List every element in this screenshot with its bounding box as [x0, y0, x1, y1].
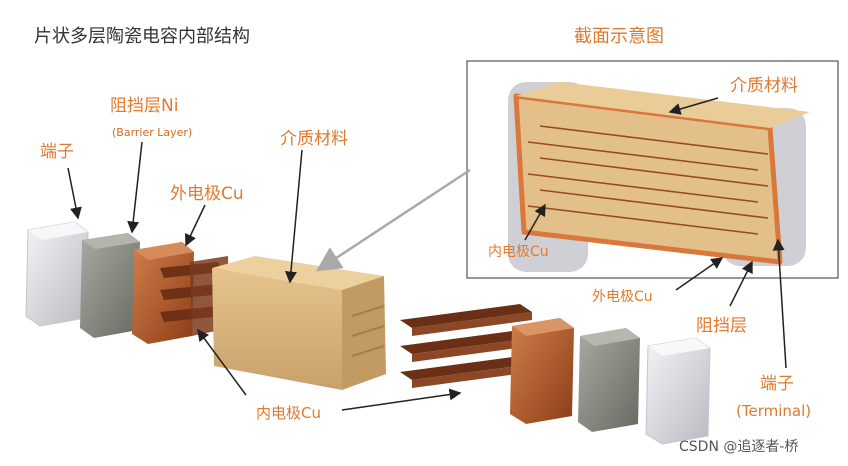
inset-label-terminal: 端子 — [760, 376, 794, 393]
label-outer-cu: 外电极Cu — [170, 186, 244, 203]
cross-section-chip — [508, 82, 810, 272]
inset-label-barrier: 阻挡层 — [696, 318, 747, 335]
callout-arrow — [318, 170, 470, 270]
inset-label-inner-cu: 内电极Cu — [488, 245, 549, 259]
label-dielectric: 介质材料 — [280, 131, 348, 148]
label-barrier-en: (Barrier Layer) — [112, 127, 192, 138]
left-terminal-block — [26, 222, 88, 326]
watermark: CSDN @追逐者-桥 — [679, 440, 798, 454]
right-barrier-block — [578, 328, 640, 432]
diagram-title: 片状多层陶瓷电容内部结构 — [34, 28, 250, 46]
inset-label-dielectric: 介质材料 — [730, 78, 798, 95]
section-title: 截面示意图 — [574, 28, 664, 46]
right-terminal-block — [646, 338, 710, 444]
label-terminal: 端子 — [40, 144, 74, 161]
label-barrier-ni: 阻挡层Ni — [110, 98, 178, 115]
dielectric-block — [212, 256, 386, 390]
inset-label-outer-cu: 外电极Cu — [592, 290, 653, 304]
right-outer-electrode — [510, 318, 574, 424]
left-barrier-block — [80, 233, 140, 338]
label-inner-cu: 内电极Cu — [256, 406, 321, 421]
inset-label-terminal-en: (Terminal) — [736, 404, 811, 419]
